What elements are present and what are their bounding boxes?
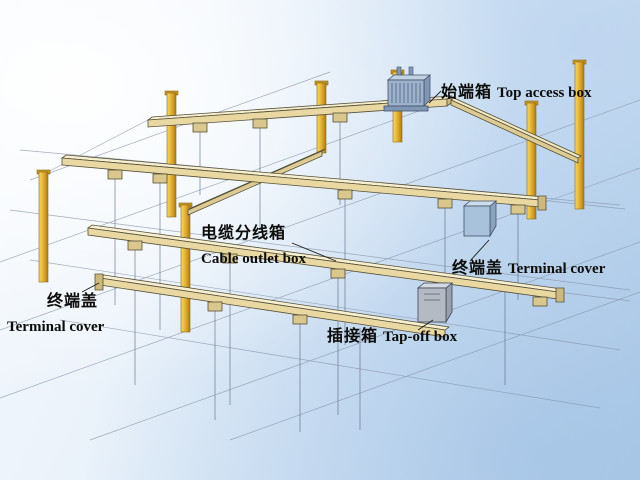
label-terminal-cover-left: 终端盖 Terminal cover bbox=[7, 289, 104, 339]
terminal-cover-cap bbox=[555, 287, 565, 303]
column-post bbox=[178, 202, 193, 333]
terminal-cover-cap bbox=[537, 195, 547, 211]
plug-in-unit bbox=[192, 112, 348, 133]
column-post bbox=[572, 59, 587, 210]
column-post bbox=[524, 100, 539, 220]
label-top-access-box-en: Top access box bbox=[497, 85, 592, 101]
plug-in-unit bbox=[207, 301, 308, 325]
label-terminal-cover-right-zh: 终端盖 bbox=[452, 260, 504, 277]
label-cable-outlet-box: 电缆分线箱 Cable outlet box bbox=[201, 221, 306, 271]
label-cable-outlet-box-en: Cable outlet box bbox=[201, 250, 306, 267]
busway-run-2 bbox=[60, 154, 547, 215]
cable-outlet-box bbox=[330, 268, 346, 279]
terminal-cover-device bbox=[462, 200, 498, 238]
label-terminal-cover-left-zh: 终端盖 bbox=[47, 293, 99, 310]
busway-run-4 bbox=[94, 273, 451, 338]
label-tap-off-box-en: Tap-off box bbox=[383, 329, 458, 345]
column-post bbox=[314, 80, 329, 154]
plug-in-unit bbox=[107, 169, 526, 215]
column-post bbox=[36, 169, 51, 283]
label-terminal-cover-right-en: Terminal cover bbox=[508, 261, 606, 277]
top-access-box-unit bbox=[383, 66, 432, 112]
label-top-access-box-zh: 始端箱 bbox=[441, 84, 493, 101]
column-post bbox=[164, 90, 179, 218]
tap-off-box-unit bbox=[416, 282, 454, 324]
label-terminal-cover-left-en: Terminal cover bbox=[7, 318, 105, 335]
hanger-rods bbox=[114, 118, 519, 432]
label-tap-off-box-zh: 插接箱 bbox=[327, 328, 379, 345]
label-cable-outlet-box-zh: 电缆分线箱 bbox=[201, 225, 287, 242]
leader-lines bbox=[81, 90, 490, 331]
terminal-cover-end bbox=[94, 273, 104, 291]
busway-run-top bbox=[146, 95, 453, 133]
